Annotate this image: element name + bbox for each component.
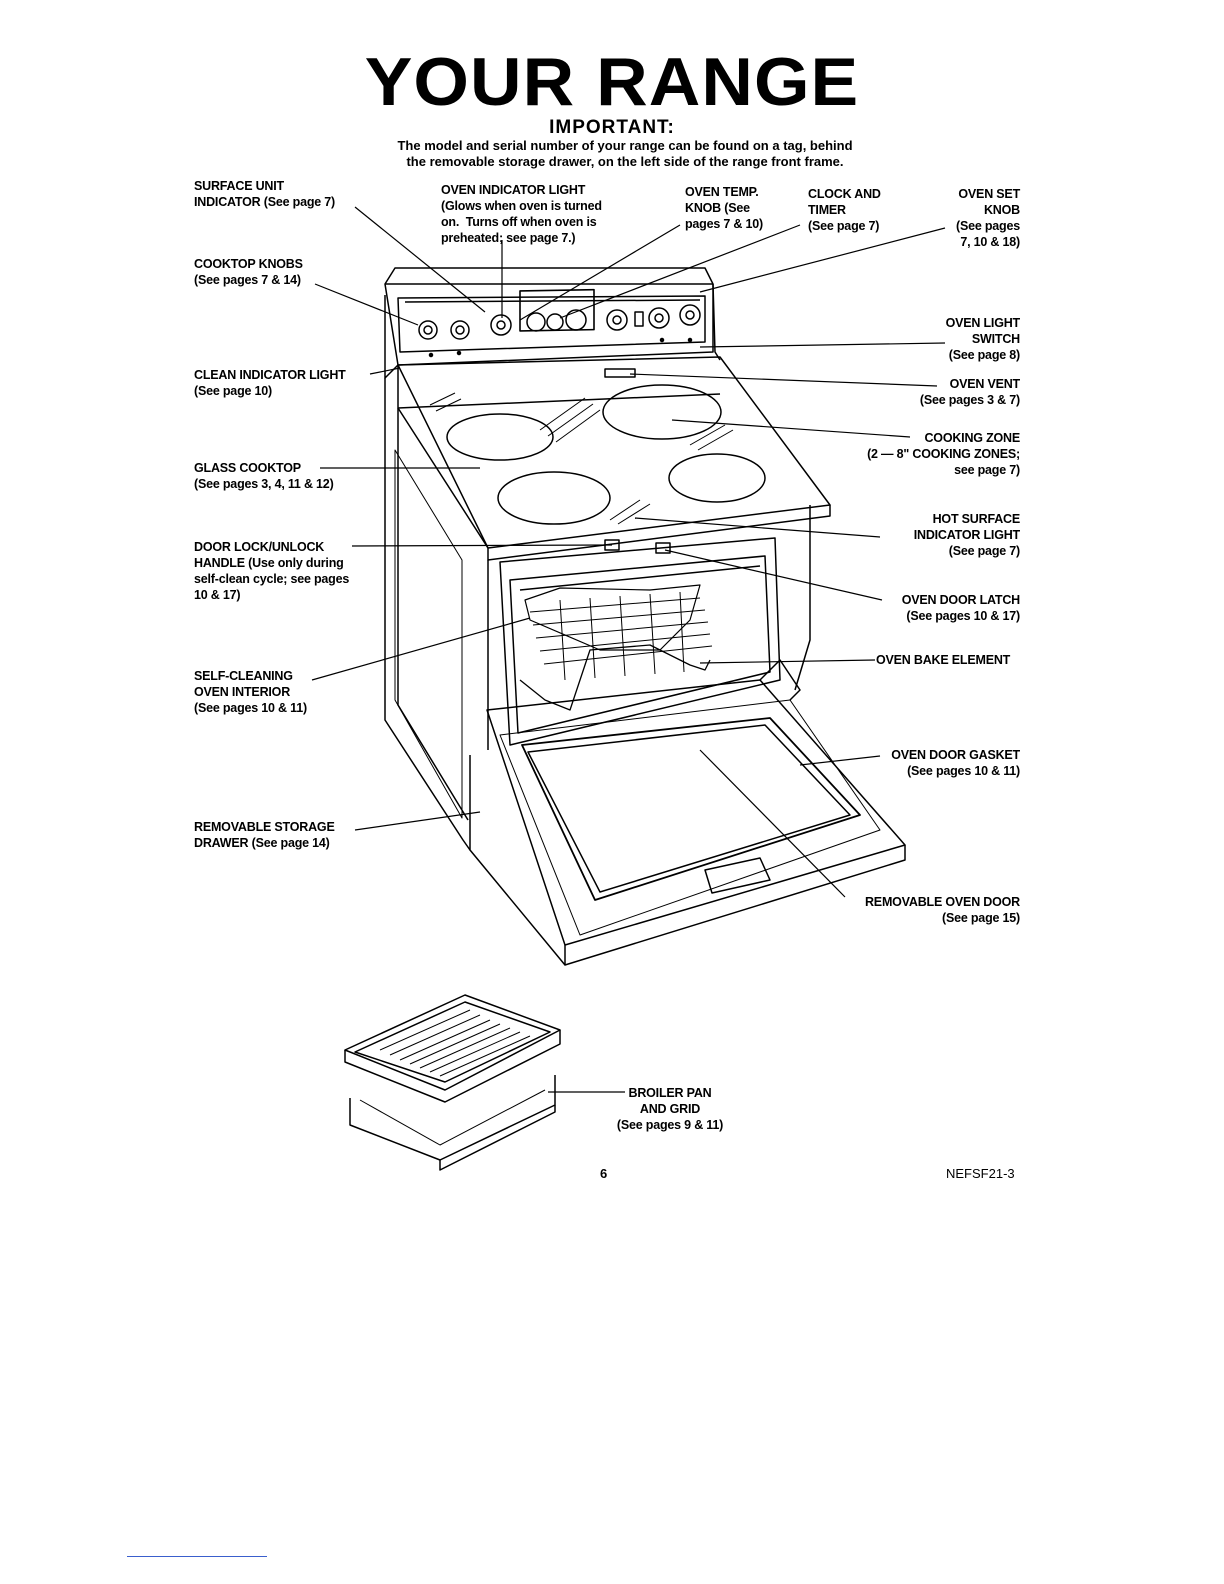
label-oven-temp-knob: OVEN TEMP. KNOB (See pages 7 & 10)	[685, 185, 763, 231]
note-line-1: The model and serial number of your rang…	[397, 138, 853, 153]
label-removable-oven-door: REMOVABLE OVEN DOOR (See page 15)	[864, 895, 1020, 925]
label-oven-indicator-light: OVEN INDICATOR LIGHT (Glows when oven is…	[441, 183, 602, 245]
label-oven-vent: OVEN VENT (See pages 3 & 7)	[919, 377, 1020, 407]
model-serial-note: The model and serial number of your rang…	[355, 138, 895, 170]
oven-door	[469, 659, 906, 966]
label-glass-cooktop: GLASS COOKTOP (See pages 3, 4, 11 & 12)	[194, 461, 334, 491]
label-oven-set-knob: OVEN SET KNOB (See pages 7, 10 & 18)	[955, 187, 1020, 249]
important-heading: IMPORTANT:	[549, 117, 675, 138]
note-line-2: the removable storage drawer, on the lef…	[406, 154, 844, 169]
oven-cavity	[499, 537, 781, 746]
label-clock-and-timer: CLOCK AND TIMER (See page 7)	[808, 187, 881, 233]
page-number: 6	[600, 1166, 608, 1181]
label-door-lock-handle: DOOR LOCK/UNLOCK HANDLE (Use only during…	[194, 540, 350, 602]
bottom-link-underline	[127, 1556, 267, 1557]
label-broiler-pan: BROILER PAN AND GRID (See pages 9 & 11)	[616, 1086, 724, 1132]
label-oven-door-latch: OVEN DOOR LATCH (See pages 10 & 17)	[901, 593, 1020, 623]
label-clean-indicator-light: CLEAN INDICATOR LIGHT (See page 10)	[194, 368, 346, 398]
label-hot-surface-indicator: HOT SURFACE INDICATOR LIGHT (See page 7)	[913, 512, 1020, 558]
label-self-cleaning-interior: SELF-CLEANING OVEN INTERIOR (See pages 1…	[194, 669, 307, 715]
broiler-pan-illustration	[344, 994, 561, 1171]
label-cooktop-knobs: COOKTOP KNOBS (See pages 7 & 14)	[194, 257, 303, 287]
label-surface-unit-indicator: SURFACE UNIT INDICATOR (See page 7)	[194, 179, 335, 209]
leader-lines	[311, 206, 946, 1093]
label-oven-door-gasket: OVEN DOOR GASKET (See pages 10 & 11)	[891, 748, 1020, 778]
model-code: NEFSF21-3	[946, 1166, 1015, 1181]
cooktop-outline	[384, 283, 831, 561]
range-body	[384, 378, 811, 851]
page-title: YOUR RANGE	[364, 44, 860, 120]
control-panel	[384, 267, 714, 366]
label-cooking-zone: COOKING ZONE (2 — 8" COOKING ZONES; see …	[867, 431, 1020, 477]
label-oven-bake-element: OVEN BAKE ELEMENT	[876, 653, 1011, 667]
label-removable-storage-drawer: REMOVABLE STORAGE DRAWER (See page 14)	[194, 820, 335, 850]
label-oven-light-switch: OVEN LIGHT SWITCH (See page 8)	[945, 316, 1021, 362]
